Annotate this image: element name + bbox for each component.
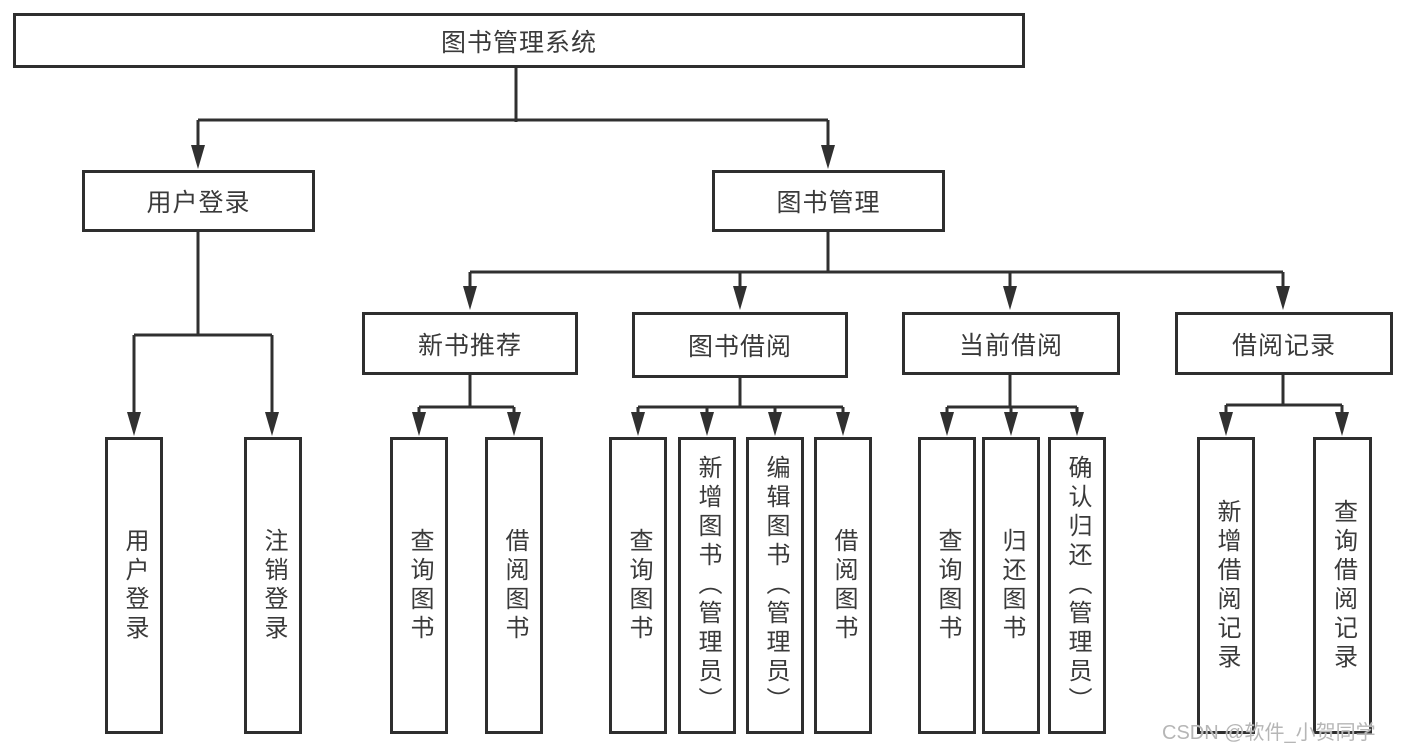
node-label: 借阅记录 bbox=[1231, 331, 1336, 360]
node-label: 图书借阅 bbox=[687, 333, 792, 361]
leaf-label: 查询借阅记录 bbox=[1329, 498, 1357, 673]
node-label: 当前借阅 bbox=[958, 331, 1063, 360]
node-new-book-recommendation: 新书推荐 bbox=[362, 312, 578, 375]
leaf-query-borrow-record: 查询借阅记录 bbox=[1313, 437, 1372, 734]
leaf-label: 用户登录 bbox=[121, 527, 148, 644]
node-label: 图书管理 bbox=[776, 189, 881, 217]
node-current-borrowing: 当前借阅 bbox=[902, 312, 1120, 375]
leaf-label: 新增借阅记录 bbox=[1213, 498, 1240, 673]
leaf-label: 借阅图书 bbox=[830, 527, 857, 644]
node-book-borrowing: 图书借阅 bbox=[632, 312, 848, 378]
leaf-query-books-current: 查询图书 bbox=[918, 437, 976, 734]
leaf-borrow-books-borrowing: 借阅图书 bbox=[814, 437, 872, 734]
connector-paths bbox=[132, 68, 1344, 416]
node-user-login: 用户登录 bbox=[82, 170, 315, 232]
leaf-borrow-books-recommend: 借阅图书 bbox=[485, 437, 543, 734]
node-label: 图书管理系统 bbox=[440, 28, 597, 57]
leaf-return-books: 归还图书 bbox=[982, 437, 1040, 734]
leaf-label: 确认归还（管理员） bbox=[1064, 455, 1091, 716]
leaf-label: 查询图书 bbox=[406, 527, 433, 644]
node-label: 用户登录 bbox=[146, 189, 251, 217]
node-book-management: 图书管理 bbox=[712, 170, 945, 232]
leaf-confirm-return-admin: 确认归还（管理员） bbox=[1048, 437, 1106, 734]
leaf-label: 新增图书（管理员） bbox=[694, 455, 721, 716]
csdn-watermark: CSDN @软件_小贺同学 bbox=[1162, 722, 1376, 744]
node-label: 新书推荐 bbox=[417, 331, 522, 360]
node-borrowing-records: 借阅记录 bbox=[1175, 312, 1393, 375]
leaf-user-login: 用户登录 bbox=[105, 437, 163, 734]
leaf-label: 查询图书 bbox=[934, 527, 961, 644]
leaf-label: 注销登录 bbox=[260, 527, 287, 644]
leaf-logout-login: 注销登录 bbox=[244, 437, 302, 734]
leaf-label: 编辑图书（管理员） bbox=[762, 455, 789, 716]
leaf-query-books-borrowing: 查询图书 bbox=[609, 437, 667, 734]
leaf-label: 借阅图书 bbox=[501, 527, 528, 644]
arrowheads bbox=[127, 145, 1349, 436]
leaf-edit-books-admin: 编辑图书（管理员） bbox=[746, 437, 804, 734]
node-library-management-system: 图书管理系统 bbox=[13, 13, 1025, 68]
leaf-add-books-admin: 新增图书（管理员） bbox=[678, 437, 736, 734]
leaf-label: 查询图书 bbox=[625, 527, 652, 644]
leaf-label: 归还图书 bbox=[998, 527, 1025, 644]
leaf-query-books-recommend: 查询图书 bbox=[390, 437, 448, 734]
leaf-add-borrow-record: 新增借阅记录 bbox=[1197, 437, 1255, 734]
